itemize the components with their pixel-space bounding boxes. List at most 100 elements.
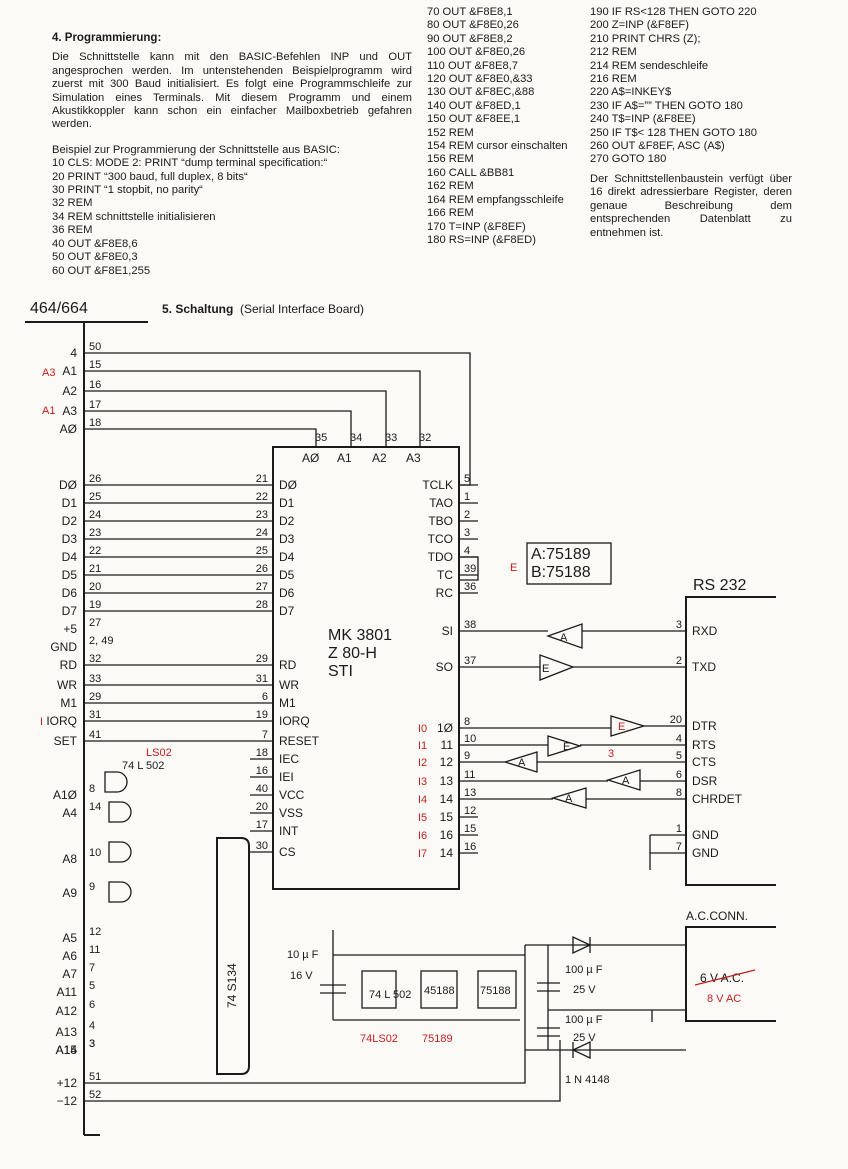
diode-label: 1 N 4148 bbox=[565, 1074, 610, 1086]
pin-label: IEC bbox=[279, 752, 299, 766]
code-line: 214 REM sendeschleife bbox=[590, 59, 709, 72]
pin-label: A8 bbox=[62, 852, 77, 866]
pin-label: RC bbox=[436, 586, 454, 600]
pin-label: 1 bbox=[464, 491, 470, 503]
pin-label: TC bbox=[437, 568, 453, 582]
pin-label: 14 bbox=[440, 792, 454, 806]
pin-label: D5 bbox=[279, 568, 295, 582]
pin-label: 7 bbox=[89, 962, 95, 974]
pin-label: M1 bbox=[279, 696, 296, 710]
pin-label: CS bbox=[279, 845, 296, 859]
code-line: 200 Z=INP (&F8EF) bbox=[590, 19, 689, 32]
pin-label: SET bbox=[54, 734, 78, 748]
pin-label: 8 bbox=[89, 783, 95, 795]
pin-label: 20 bbox=[670, 714, 682, 726]
pin-label: 51 bbox=[89, 1071, 101, 1083]
code-line: 160 CALL &BB81 bbox=[427, 166, 515, 179]
pin-label: 36 bbox=[464, 581, 476, 593]
pin-label: 24 bbox=[256, 527, 268, 539]
cap2-value: 100 µ F bbox=[565, 964, 603, 976]
cap3-value: 100 µ F bbox=[565, 1014, 603, 1026]
legend-b: B:75188 bbox=[531, 564, 591, 581]
section5-heading: 5. Schaltung bbox=[162, 302, 233, 316]
pin-label: A1 bbox=[337, 451, 352, 465]
code-line: 10 CLS: MODE 2: PRINT “dump terminal spe… bbox=[52, 157, 328, 170]
pin-label: 15 bbox=[89, 359, 101, 371]
example-intro: Beispiel zur Programmierung der Schnitts… bbox=[52, 143, 340, 156]
legend-e-annotation: E bbox=[510, 562, 517, 574]
pin-label: 29 bbox=[89, 691, 101, 703]
pin-label: 31 bbox=[256, 673, 268, 685]
pin-label: DØ bbox=[279, 478, 297, 492]
pin-label: 13 bbox=[440, 774, 454, 788]
ic-name-line3: STI bbox=[328, 663, 353, 680]
pin-label: I6 bbox=[418, 830, 427, 842]
pin-label: 12 bbox=[440, 755, 454, 769]
rs232-title: RS 232 bbox=[693, 577, 746, 594]
section4-text: 4. Programmierung: Die Schnittstelle kan… bbox=[52, 32, 412, 278]
pin-label: 14 bbox=[89, 801, 101, 813]
pin-label: 6 bbox=[676, 769, 682, 781]
pin-label: D7 bbox=[62, 604, 78, 618]
pin-label: INT bbox=[279, 824, 299, 838]
pin-label: 22 bbox=[89, 545, 101, 557]
pin-label: TAO bbox=[429, 496, 453, 510]
section4-heading: 4. Programmierung: bbox=[52, 32, 162, 44]
ic-pins: DØ21D122D223D324D425D526D627D728RD29WR31… bbox=[84, 432, 478, 860]
code-line: 120 OUT &F8E0,&33 bbox=[427, 73, 533, 86]
code-line: 70 OUT &F8E8,1 bbox=[427, 6, 513, 18]
pin-label: D2 bbox=[62, 514, 78, 528]
pin-label: WR bbox=[57, 678, 77, 692]
svg-text:E: E bbox=[542, 663, 549, 675]
pin-label: 25 bbox=[89, 491, 101, 503]
code-line: 270 GOTO 180 bbox=[590, 153, 667, 166]
code-line: 250 IF T$< 128 THEN GOTO 180 bbox=[590, 126, 757, 139]
code-line: 40 OUT &F8E8,6 bbox=[52, 237, 138, 250]
pin-label: I7 bbox=[418, 848, 427, 860]
pin-label: 11 bbox=[441, 738, 454, 752]
pin-label: 39 bbox=[464, 563, 476, 575]
pin-label: A9 bbox=[62, 886, 77, 900]
svg-text:A: A bbox=[518, 757, 526, 769]
pin-label: A1 bbox=[62, 364, 77, 378]
pin-label: 35 bbox=[315, 432, 327, 444]
code-line: 216 REM bbox=[590, 73, 637, 86]
pin-label: TBO bbox=[428, 514, 453, 528]
pin-label: GND bbox=[50, 640, 77, 654]
code-line: 20 PRINT “300 baud, full duplex, 8 bits“ bbox=[52, 170, 248, 183]
code-line: 150 OUT &F8EE,1 bbox=[427, 113, 521, 126]
pin-label: 50 bbox=[89, 341, 101, 353]
pin-label: AØ bbox=[60, 422, 77, 436]
chip-74s134-label: 74 S134 bbox=[225, 963, 239, 1008]
pin-label: A13 bbox=[56, 1025, 78, 1039]
pin-label: 14 bbox=[440, 846, 454, 860]
pin-label: 5 bbox=[89, 980, 95, 992]
pin-label: 4 bbox=[70, 346, 77, 360]
code-line: 170 T=INP (&F8EF) bbox=[427, 220, 526, 233]
code-line: 230 IF A$=”” THEN GOTO 180 bbox=[590, 99, 743, 112]
pin-label: CHRDET bbox=[692, 792, 743, 806]
pin-label: 5 bbox=[464, 473, 470, 485]
pin-label: +5 bbox=[63, 622, 77, 636]
code-line: 30 PRINT “1 stopbit, no parity“ bbox=[52, 184, 203, 197]
pin-label: SI bbox=[442, 624, 453, 638]
pin-label: 9 bbox=[89, 881, 95, 893]
pin-label: 8 bbox=[464, 716, 470, 728]
pin-label: TDO bbox=[428, 550, 453, 564]
legend-a: A:75189 bbox=[531, 546, 591, 563]
pin-label: D1 bbox=[279, 496, 295, 510]
pin-label: 32 bbox=[419, 432, 431, 444]
pin-label: 25 bbox=[256, 545, 268, 557]
code-line: 36 REM bbox=[52, 224, 93, 237]
code-column-1: 10 CLS: MODE 2: PRINT “dump terminal spe… bbox=[52, 157, 412, 278]
code-line: 152 REM bbox=[427, 126, 474, 139]
pin-label: 4 bbox=[464, 545, 470, 557]
pin-label: SO bbox=[436, 660, 453, 674]
pin-label: A1Ø bbox=[53, 788, 77, 802]
pin-label: 24 bbox=[89, 509, 101, 521]
pin-label: 34 bbox=[350, 432, 362, 444]
code-line: 140 OUT &F8ED,1 bbox=[427, 99, 521, 112]
